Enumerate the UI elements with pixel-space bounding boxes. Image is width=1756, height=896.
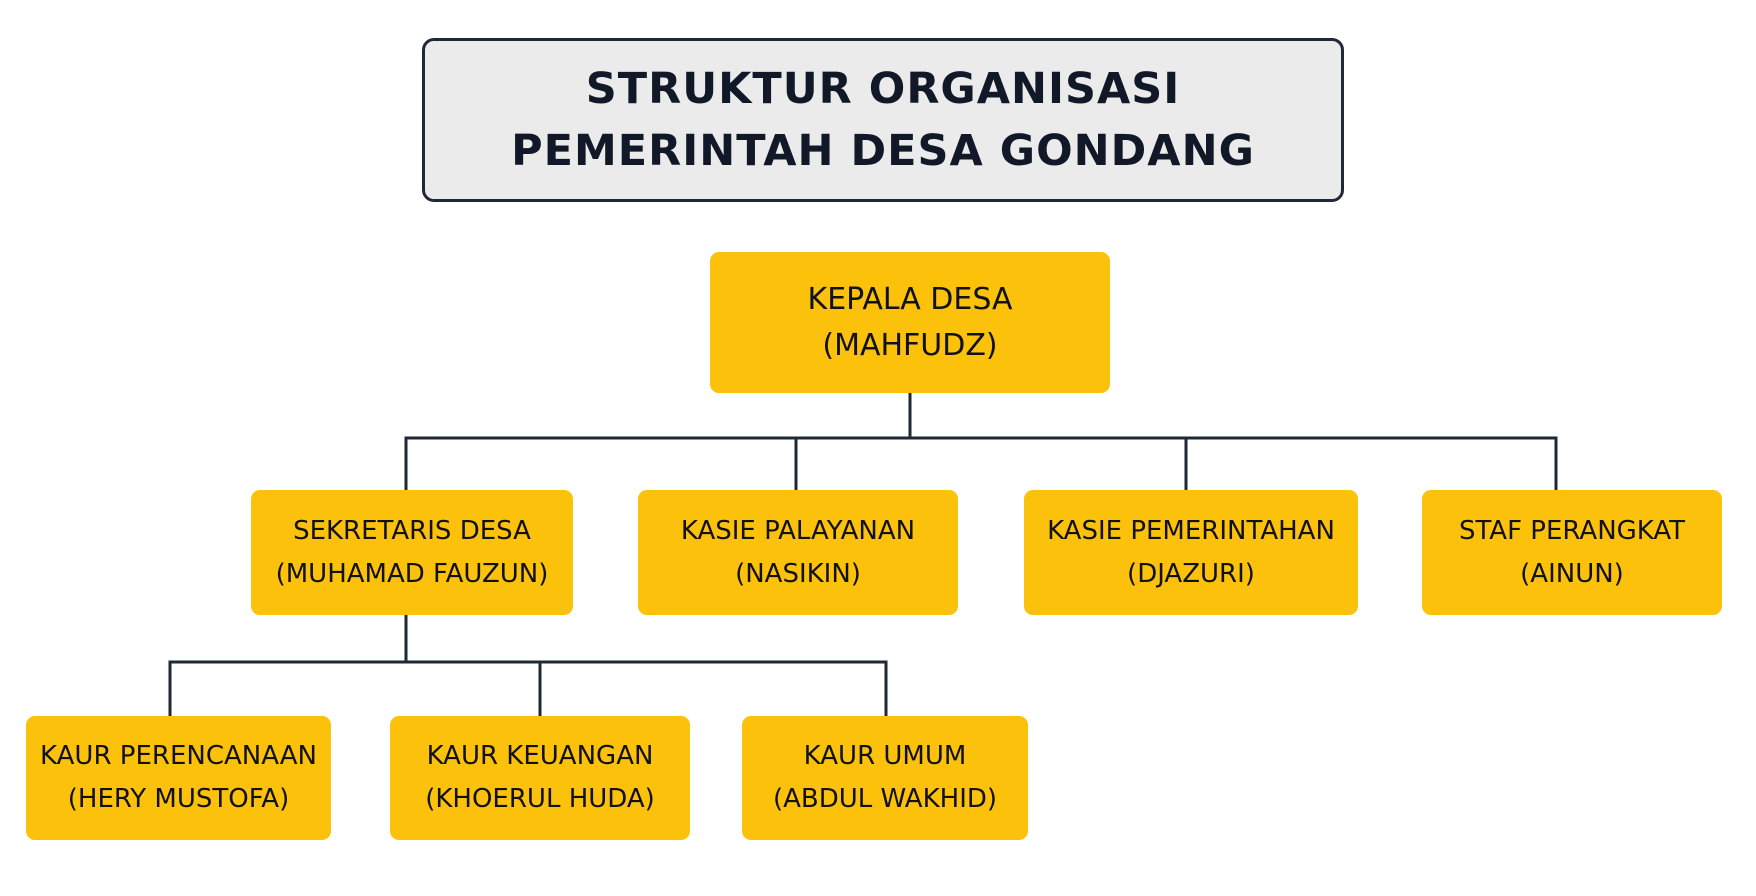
node-kaur-perencanaan: KAUR PERENCANAAN (HERY MUSTOFA) — [26, 716, 331, 840]
node-person-name: (ABDUL WAKHID) — [772, 784, 998, 814]
node-person-name: (MUHAMAD FAUZUN) — [275, 558, 549, 589]
node-role-label: KAUR UMUM — [803, 741, 967, 771]
node-kaur-umum: KAUR UMUM (ABDUL WAKHID) — [742, 716, 1028, 840]
node-person-name: (MAHFUDZ) — [822, 327, 998, 363]
chart-title-line-1: STRUKTUR ORGANISASI — [585, 64, 1181, 114]
chart-title-line-2: PEMERINTAH DESA GONDANG — [511, 126, 1255, 176]
node-kaur-keuangan: KAUR KEUANGAN (KHOERUL HUDA) — [390, 716, 690, 840]
node-sekretaris-desa: SEKRETARIS DESA (MUHAMAD FAUZUN) — [251, 490, 573, 615]
node-person-name: (NASIKIN) — [735, 558, 861, 589]
node-role-label: STAF PERANGKAT — [1458, 515, 1686, 546]
node-role-label: SEKRETARIS DESA — [293, 515, 531, 546]
node-kasie-pemerintahan: KASIE PEMERINTAHAN (DJAZURI) — [1024, 490, 1358, 615]
node-role-label: KAUR KEUANGAN — [426, 741, 654, 771]
chart-title-box: STRUKTUR ORGANISASI PEMERINTAH DESA GOND… — [422, 38, 1344, 202]
node-person-name: (DJAZURI) — [1127, 558, 1255, 589]
node-person-name: (HERY MUSTOFA) — [67, 784, 290, 814]
node-role-label: KASIE PALAYANAN — [680, 515, 916, 546]
node-role-label: KAUR PERENCANAAN — [40, 741, 317, 771]
node-role-label: KASIE PEMERINTAHAN — [1047, 515, 1335, 546]
node-role-label: KEPALA DESA — [807, 281, 1013, 317]
node-kasie-palayanan: KASIE PALAYANAN (NASIKIN) — [638, 490, 958, 615]
node-staf-perangkat: STAF PERANGKAT (AINUN) — [1422, 490, 1722, 615]
node-kepala-desa: KEPALA DESA (MAHFUDZ) — [710, 252, 1110, 393]
node-person-name: (AINUN) — [1520, 558, 1624, 589]
node-person-name: (KHOERUL HUDA) — [425, 784, 655, 814]
